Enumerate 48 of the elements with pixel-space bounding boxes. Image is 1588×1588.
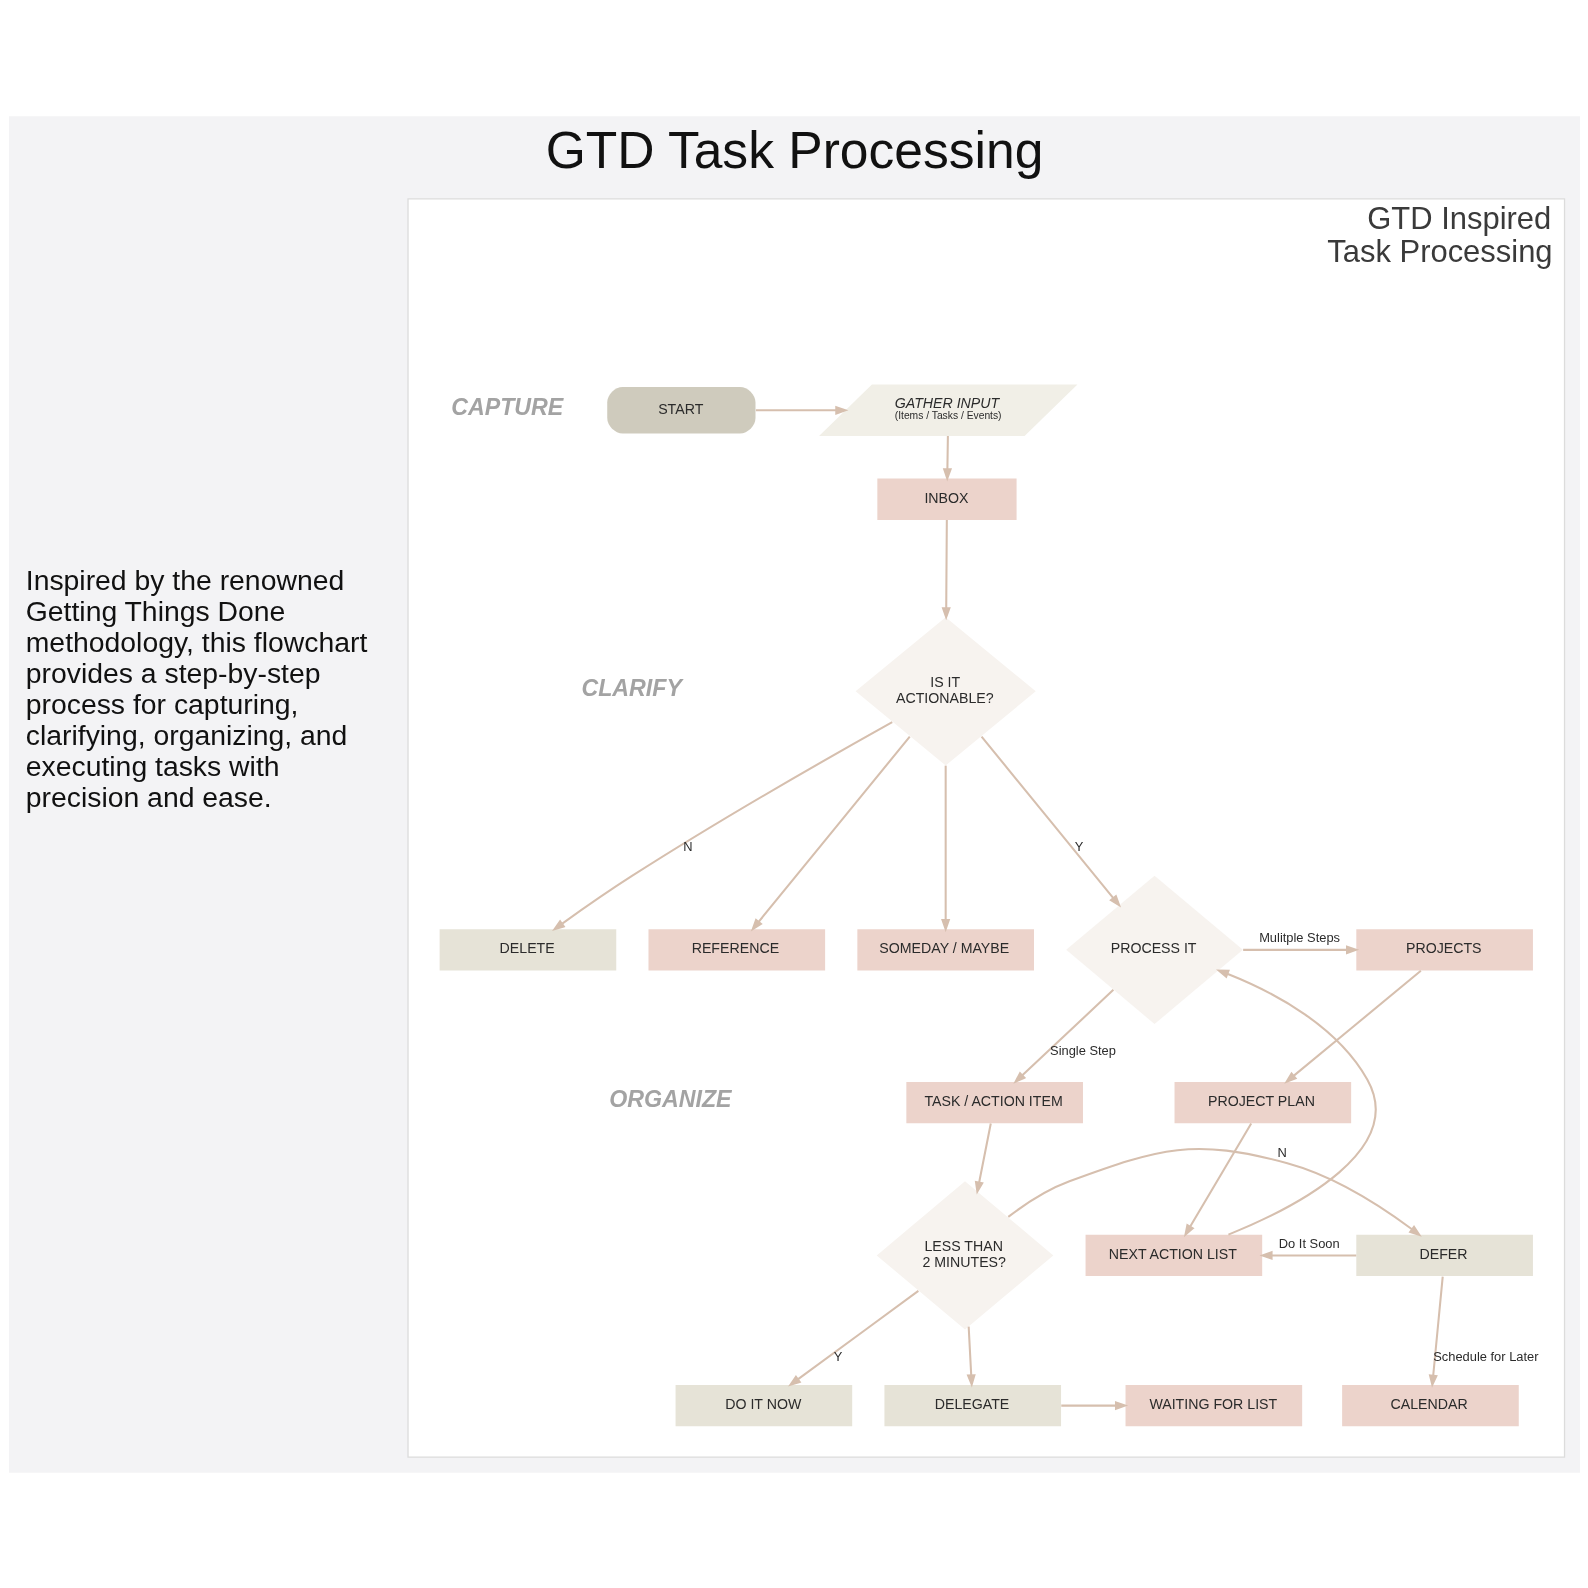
- arrow: [941, 519, 951, 620]
- node-box: TASK / ACTION ITEM: [905, 1081, 1083, 1123]
- arrow: [1283, 969, 1421, 1084]
- label: CLARIFY: [580, 674, 682, 701]
- arrow: [1060, 1400, 1128, 1410]
- arrow: [974, 1122, 992, 1195]
- node-box: NEXT ACTION LIST: [1085, 1234, 1262, 1276]
- node-box: DEFER: [1355, 1234, 1533, 1276]
- diagram-title: GTD Task Processing: [545, 120, 1043, 179]
- edge-label: N: [1277, 1144, 1287, 1160]
- edge-label: Single Step: [1049, 1042, 1116, 1058]
- edge-label: N: [682, 838, 692, 854]
- arrow: [1215, 968, 1377, 1236]
- node-box: DELEGATE: [883, 1384, 1061, 1426]
- arrow: [1183, 1122, 1252, 1237]
- arrow: [1007, 1147, 1422, 1237]
- edge-label: Schedule for Later: [1432, 1348, 1538, 1363]
- node-box: REFERENCE: [648, 928, 825, 970]
- node-box: START: [606, 386, 755, 433]
- label: ORGANIZE: [608, 1085, 732, 1112]
- arrow: [940, 765, 950, 932]
- arrow: [750, 735, 911, 931]
- label: Inspired by the renowned Getting Things Done methodology, this flowchart provides a step-by-step process for capturing, clarifying, organizing, and executing tasks with precision and ease.: [25, 563, 367, 813]
- arrow: [755, 405, 848, 415]
- edge-label: Y: [1074, 838, 1083, 854]
- label: CAPTURE: [450, 393, 563, 420]
- arrow: [787, 1289, 919, 1387]
- arrow: [942, 435, 952, 481]
- arrow: [1258, 1250, 1356, 1260]
- node-diamond: PROCESS IT: [1065, 875, 1243, 1024]
- arrow: [1012, 988, 1114, 1084]
- edge-label: Mulitple Steps: [1258, 929, 1340, 945]
- node-box: SOMEDAY / MAYBE: [856, 928, 1034, 970]
- node-box: DO IT NOW: [675, 1384, 852, 1426]
- arrow: [980, 735, 1121, 908]
- arrow: [1428, 1276, 1444, 1388]
- edge-label: Y: [833, 1348, 842, 1363]
- arrow: [1242, 944, 1359, 954]
- node-box: CALENDAR: [1341, 1384, 1519, 1426]
- node-box: WAITING FOR LIST: [1125, 1384, 1302, 1426]
- arrow: [966, 1326, 976, 1388]
- node-diamond: IS IT ACTIONABLE?: [855, 616, 1036, 765]
- node-box: PROJECT PLAN: [1174, 1081, 1351, 1123]
- node-box: INBOX: [876, 478, 1017, 520]
- edge-label: Do It Soon: [1278, 1235, 1340, 1251]
- node-box: DELETE: [439, 928, 616, 970]
- arrow: [551, 720, 893, 931]
- node-box: PROJECTS: [1355, 928, 1533, 970]
